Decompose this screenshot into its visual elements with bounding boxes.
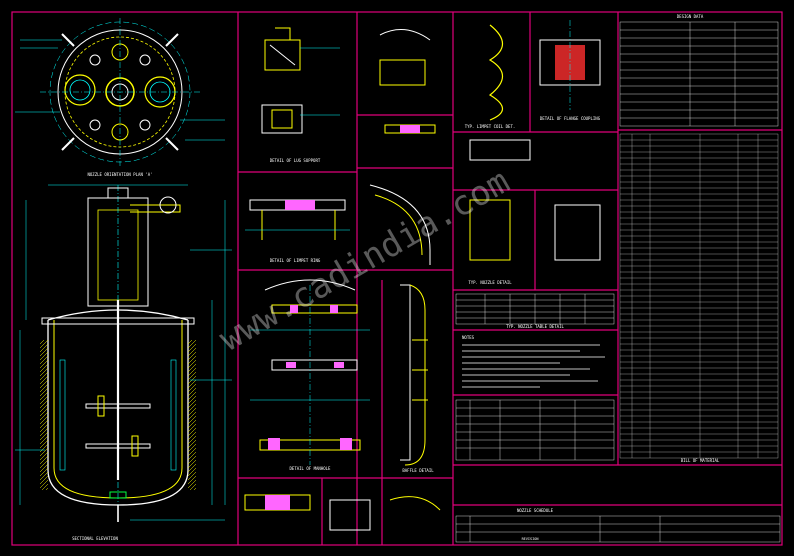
nozzle-schedule-title: NOZZLE SCHEDULE <box>517 508 554 513</box>
notes-block <box>462 344 605 388</box>
bom-title: BILL OF MATERIAL <box>681 458 720 463</box>
nozzle-table <box>455 293 615 325</box>
lug-support-detail <box>261 27 340 134</box>
view-title-nozzle-table: TYP. NOZZLE TABLE DETAIL <box>506 324 564 329</box>
coupling-detail <box>369 20 601 265</box>
view-title-nozzle: TYP. NOZZLE DETAIL <box>468 280 512 285</box>
view-title-limpet: TYP. LIMPET COIL DET. <box>465 124 516 129</box>
sectional-elevation <box>15 184 232 522</box>
notes-title: NOTES <box>462 335 475 340</box>
view-title-coupling: DETAIL OF FLANGE COUPLING <box>540 116 601 121</box>
view-title-top-plan: NOZZLE ORIENTATION PLAN 'A' <box>87 172 152 177</box>
design-data-table <box>619 21 779 127</box>
revision-block <box>455 515 781 543</box>
bottom-small-details <box>244 494 441 531</box>
nozzle-orientation-plan <box>15 18 225 166</box>
baffle-detail <box>400 284 428 466</box>
manhole-detail <box>250 279 370 465</box>
nozzle-schedule <box>455 399 615 461</box>
view-title-bracket: DETAIL OF LUG SUPPORT <box>270 158 321 163</box>
sheet-frame <box>11 11 783 546</box>
view-title-elevation: SECTIONAL ELEVATION <box>72 536 118 541</box>
design-data-title: DESIGN DATA <box>677 14 704 19</box>
bill-of-material-table <box>619 133 779 459</box>
view-title-gasket: DETAIL OF LIMPET RING <box>270 258 321 263</box>
limpet-ring-detail <box>245 199 350 240</box>
view-title-manhole: DETAIL OF MANHOLE <box>290 466 332 471</box>
view-title-baffle: BAFFLE DETAIL <box>402 468 434 473</box>
revision-title: REVISION <box>522 537 539 541</box>
